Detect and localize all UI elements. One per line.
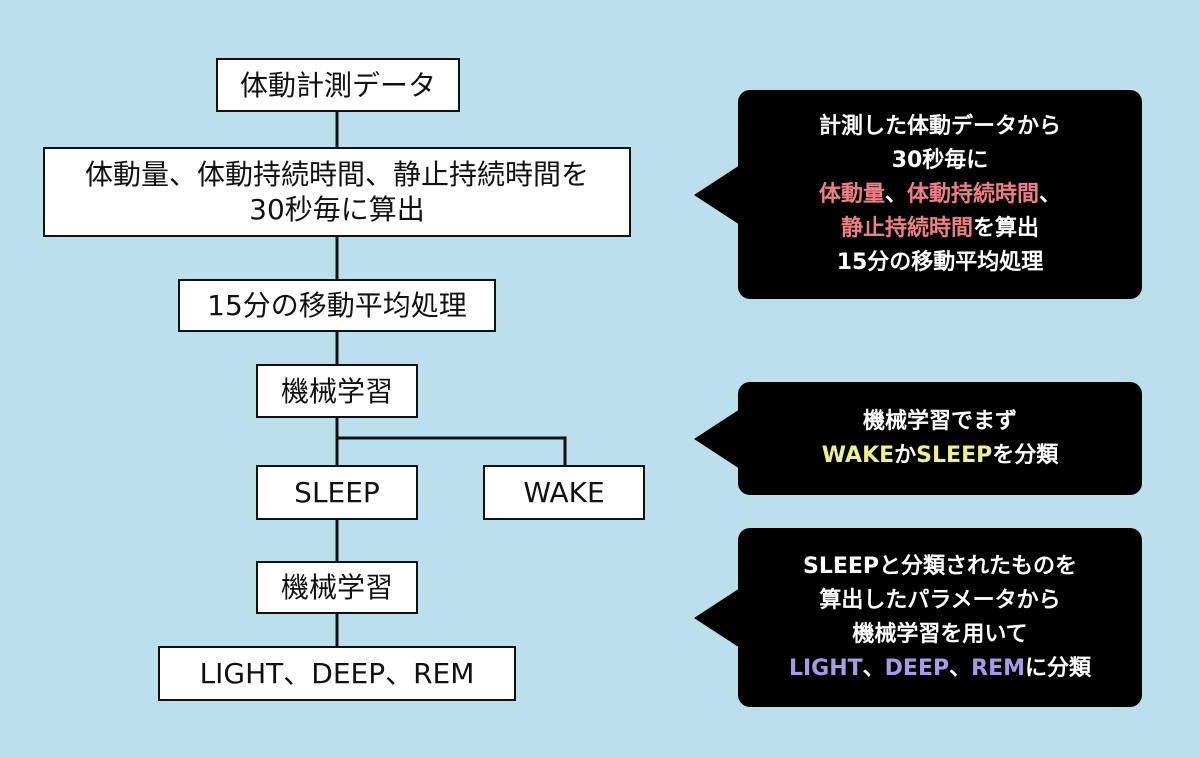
node-sleep-stages-label: LIGHT、DEEP、REM (199, 657, 475, 690)
callout3-sep2: 、 (949, 655, 972, 681)
callout3-highlight-light: LIGHT (788, 655, 863, 681)
node-sleep-stages: LIGHT、DEEP、REM (158, 646, 516, 701)
step-moving-average: 15分の移動平均処理 (178, 279, 496, 332)
node-wake: WAKE (483, 465, 645, 520)
callout3-line4-rest: に分類 (1025, 655, 1092, 681)
node-sleep-label: SLEEP (294, 476, 380, 509)
callout1-highlight-motion-amount: 体動量 (818, 181, 885, 207)
callout2-line2: WAKEかSLEEPを分類 (822, 439, 1058, 473)
callout1-highlight-motion-duration: 体動持続時間 (907, 181, 1040, 207)
callout3-line1: SLEEPと分類されたものを (802, 553, 1078, 579)
callout2-line2-rest: を分類 (992, 442, 1059, 468)
callout1-highlight-still-duration: 静止持続時間 (840, 215, 973, 241)
step-calc-params-line2: 30秒毎に算出 (249, 193, 425, 226)
callout1-line5: 15分の移動平均処理 (836, 249, 1044, 275)
node-sleep: SLEEP (256, 465, 418, 520)
callout3-highlight-deep: DEEP (884, 655, 950, 681)
callout1-line2: 30秒毎に (891, 147, 989, 173)
callout3-line3: 機械学習を用いて (852, 621, 1028, 647)
step-calc-params-line1: 体動量、体動持続時間、静止持続時間を (84, 158, 589, 191)
step-machine-learning-1-label: 機械学習 (280, 374, 393, 408)
step-moving-average-label: 15分の移動平均処理 (207, 289, 467, 322)
callout2-ka: か (894, 442, 917, 468)
node-wake-label: WAKE (523, 476, 605, 509)
callout-sleep-stages: SLEEPと分類されたものを 算出したパラメータから 機械学習を用いて LIGH… (694, 528, 1142, 707)
callout1-line3: 体動量、体動持続時間、 (819, 178, 1061, 212)
callout2-highlight-wake: WAKE (821, 442, 895, 468)
callout1-line4-rest: を算出 (973, 215, 1040, 241)
step-machine-learning-2: 機械学習 (256, 561, 418, 614)
callout1-line1: 計測した体動データから (818, 113, 1061, 139)
step-machine-learning-2-label: 機械学習 (280, 571, 393, 604)
step-motion-data: 体動計測データ (216, 58, 460, 112)
callout1-sep2: 、 (1039, 181, 1062, 207)
step-motion-data-label: 体動計測データ (239, 68, 436, 102)
callout1-sep1: 、 (884, 181, 907, 207)
callout2-highlight-sleep: SLEEP (916, 442, 993, 468)
connector-branch-wake (337, 436, 567, 465)
callout1-line4: 静止持続時間を算出 (841, 212, 1039, 246)
callout3-highlight-rem: REM (971, 655, 1026, 681)
callout3-line4: LIGHT、DEEP、REMに分類 (789, 652, 1091, 686)
callout3-sep1: 、 (862, 655, 885, 681)
callout-calc-params: 計測した体動データから 30秒毎に 体動量、体動持続時間、 静止持続時間を算出 … (694, 90, 1142, 299)
step-machine-learning-1: 機械学習 (256, 364, 418, 418)
callout2-line1: 機械学習でまず (862, 408, 1017, 434)
callout3-line2: 算出したパラメータから (819, 587, 1061, 613)
step-calc-params: 体動量、体動持続時間、静止持続時間を 30秒毎に算出 (43, 147, 631, 237)
callout-wake-sleep: 機械学習でまず WAKEかSLEEPを分類 (694, 382, 1142, 495)
